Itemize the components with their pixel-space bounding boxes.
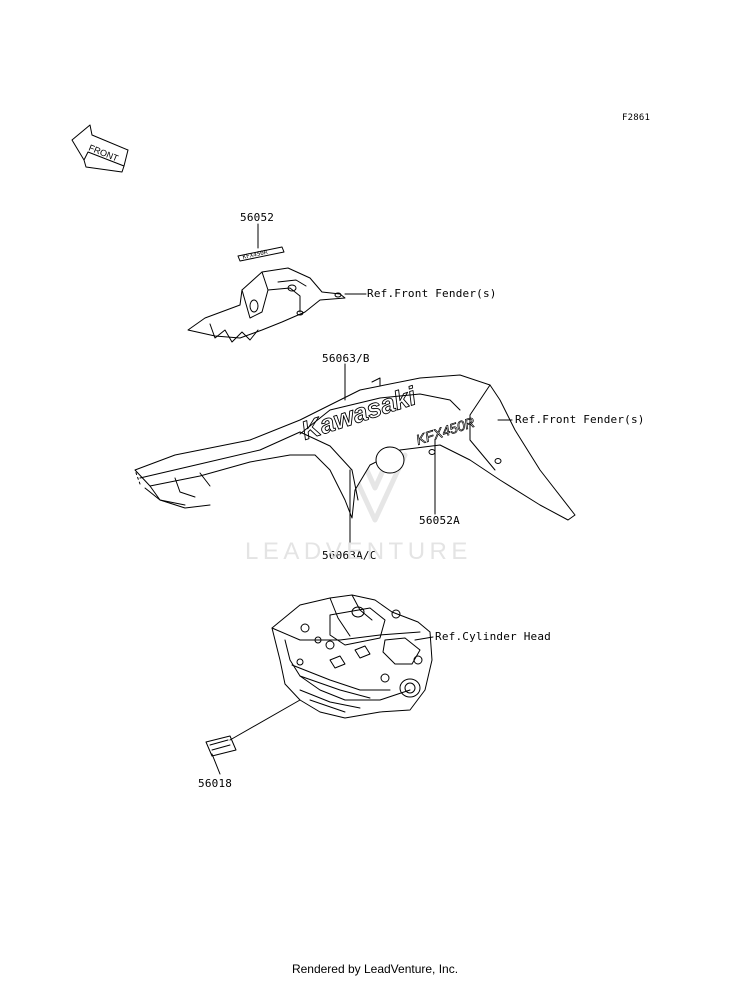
callout-56063-b[interactable]: 56063/B (322, 352, 370, 365)
callout-ref-front-fender-lower[interactable]: Ref.Front Fender(s) (515, 413, 645, 426)
callout-ref-cylinder-head[interactable]: Ref.Cylinder Head (435, 630, 551, 643)
callout-ref-front-fender-upper[interactable]: Ref.Front Fender(s) (367, 287, 497, 300)
callout-56063-ac[interactable]: 56063A/C (322, 549, 377, 562)
footer-credit: Rendered by LeadVenture, Inc. (291, 962, 459, 976)
front-arrow-icon: FRONT (71, 124, 129, 173)
leader-lines (211, 223, 513, 775)
decal-56052-text: KFX450R (242, 249, 269, 261)
cylinder-head-part (271, 594, 433, 719)
callout-56018[interactable]: 56018 (198, 777, 233, 790)
front-fender-part: Kawasaki KFX450R (134, 374, 576, 521)
callout-56052[interactable]: 56052 (240, 211, 275, 224)
upper-fender-part: KFX450R (187, 246, 346, 343)
label-56018-part (205, 735, 237, 757)
figure-code: F2861 (622, 113, 651, 123)
callout-56052a[interactable]: 56052A (419, 514, 460, 527)
watermark-text: LEADVENTURE (245, 538, 472, 565)
